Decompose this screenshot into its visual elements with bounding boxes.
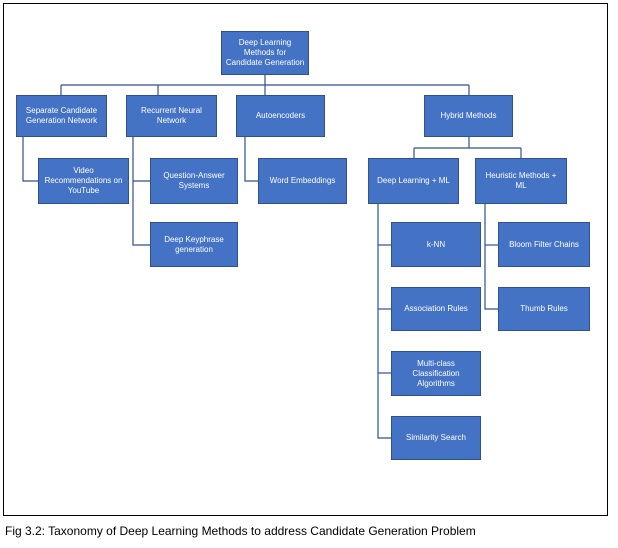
connector-dl-ml-children — [377, 204, 391, 439]
node-thumb: Thumb Rules — [498, 287, 590, 331]
figure-frame — [3, 3, 608, 516]
node-multiclass: Multi-class Classification Algorithms — [391, 351, 481, 396]
node-hybrid: Hybrid Methods — [424, 95, 513, 137]
node-thumb-label: Thumb Rules — [520, 304, 568, 313]
node-dl-ml-label: Deep Learning + ML — [377, 176, 450, 185]
connector-autoencoders-word — [244, 137, 258, 182]
node-association: Association Rules — [391, 287, 481, 331]
node-root: Deep Learning Methods for Candidate Gene… — [221, 31, 309, 75]
node-similarity: Similarity Search — [391, 416, 481, 460]
node-separate-label: Separate Candidate Generation Network — [25, 106, 98, 125]
node-autoencoders-label: Autoencoders — [255, 111, 306, 120]
node-youtube: Video Recommendations on YouTube — [38, 158, 129, 204]
node-multiclass-label: Multi-class Classification Algorithms — [412, 358, 460, 388]
node-word-embeddings: Word Embeddings — [258, 158, 347, 204]
node-heuristic-label: Heuristic Methods + ML — [485, 171, 557, 190]
node-autoencoders: Autoencoders — [236, 95, 325, 137]
node-qa: Question-Answer Systems — [150, 158, 238, 204]
node-separate: Separate Candidate Generation Network — [16, 95, 107, 137]
node-similarity-label: Similarity Search — [405, 433, 466, 442]
connector-separate-youtube — [22, 137, 38, 182]
node-knn: k-NN — [391, 222, 481, 267]
node-qa-label: Question-Answer Systems — [163, 171, 225, 190]
node-knn-label: k-NN — [426, 239, 446, 249]
node-keyphrase: Deep Keyphrase generation — [150, 222, 238, 267]
node-heuristic: Heuristic Methods + ML — [475, 158, 567, 204]
node-bloom: Bloom Filter Chains — [498, 222, 590, 267]
node-bloom-label: Bloom Filter Chains — [509, 239, 579, 249]
node-word-embeddings-label: Word Embeddings — [269, 176, 336, 185]
figure-caption: Fig 3.2: Taxonomy of Deep Learning Metho… — [5, 524, 476, 538]
node-hybrid-label: Hybrid Methods — [440, 111, 497, 120]
connector-rnn-qa-keyphrase — [132, 137, 150, 246]
node-root-label: Deep Learning Methods for Candidate Gene… — [225, 38, 305, 67]
node-rnn-label: Recurrent Neural Network — [141, 106, 202, 125]
node-rnn: Recurrent Neural Network — [126, 95, 217, 137]
node-youtube-label: Video Recommendations on YouTube — [44, 166, 123, 195]
node-association-label: Association Rules — [404, 304, 468, 313]
connector-heuristic-children — [484, 204, 498, 310]
node-keyphrase-label: Deep Keyphrase generation — [164, 234, 224, 254]
node-dl-ml: Deep Learning + ML — [368, 158, 459, 204]
